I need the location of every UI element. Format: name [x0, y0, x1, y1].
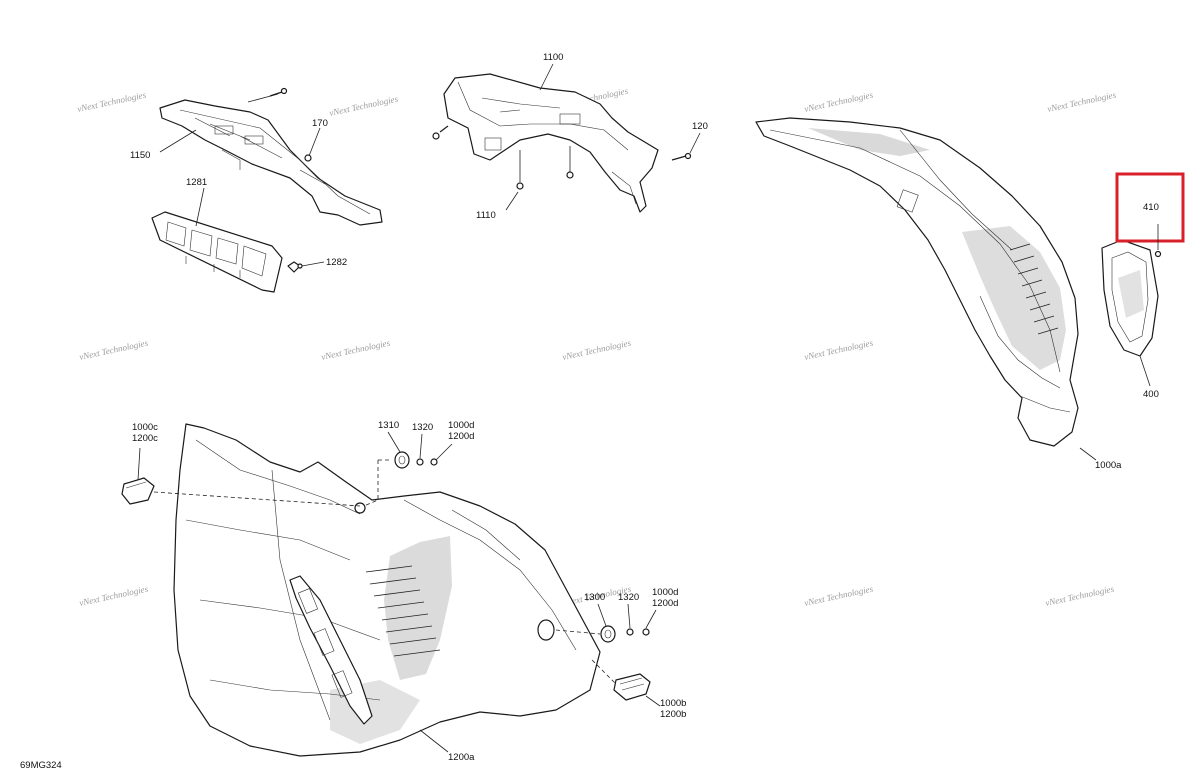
callout-1150: 1150: [130, 150, 150, 161]
callout-1281: 1281: [186, 177, 207, 188]
callout-410: 410: [1143, 202, 1159, 213]
assembly-line-1000b: [591, 659, 617, 685]
leader-1150: [159, 129, 197, 153]
svg-text:vNext Technologies: vNext Technologies: [803, 338, 874, 362]
watermark: vNext Technologies: [803, 338, 874, 362]
leader-1320-top: [419, 433, 423, 459]
leader-1100: [539, 63, 554, 91]
screw-1100-left[interactable]: [432, 125, 449, 140]
part-1100-support[interactable]: [443, 73, 659, 213]
callout-1110: 1110: [476, 210, 496, 221]
washer-1320-bottom[interactable]: [626, 628, 634, 636]
screw-120[interactable]: [671, 152, 692, 161]
leader-1282: [301, 261, 325, 267]
grommet-1300[interactable]: [600, 625, 616, 643]
svg-text:vNext Technologies: vNext Technologies: [78, 338, 149, 362]
callout-1310: 1310: [378, 420, 399, 431]
leader-1110: [505, 191, 519, 211]
screw-1110[interactable]: [516, 150, 524, 190]
leader-1000d-bottom: [645, 609, 657, 629]
callout-1000a: 1000a: [1095, 460, 1122, 471]
leader-1000a: [1079, 447, 1097, 461]
light-1000b[interactable]: [613, 673, 651, 701]
watermark: vNext Technologies: [76, 90, 147, 114]
callout-1200d-bottom: 1200d: [652, 598, 678, 609]
part-1200a-panel[interactable]: [173, 423, 601, 757]
leader-1281: [195, 187, 205, 227]
svg-text:vNext Technologies: vNext Technologies: [78, 584, 149, 608]
callout-1282: 1282: [326, 257, 347, 268]
fastener-410[interactable]: [1154, 250, 1162, 258]
svg-text:vNext Technologies: vNext Technologies: [803, 584, 874, 608]
assembly-line-1300: [555, 629, 601, 635]
callout-1320-top: 1320: [412, 422, 433, 433]
callout-1200c: 1200c: [132, 433, 158, 444]
watermark: vNext Technologies: [78, 584, 149, 608]
screw-1100-center[interactable]: [566, 146, 574, 179]
watermark: vNext Technologies: [1046, 90, 1117, 114]
callout-120: 120: [692, 121, 708, 132]
leader-1320-bottom: [627, 603, 631, 629]
watermark: vNext Technologies: [803, 90, 874, 114]
leader-1200a: [419, 729, 449, 753]
leader-1000b: [645, 695, 661, 707]
part-1281-grille[interactable]: [151, 211, 283, 293]
svg-text:vNext Technologies: vNext Technologies: [561, 338, 632, 362]
fastener-1282[interactable]: [287, 261, 303, 273]
leader-120: [689, 132, 701, 154]
svg-text:vNext Technologies: vNext Technologies: [1046, 90, 1117, 114]
leader-1310: [387, 431, 401, 453]
callout-1320-bottom: 1320: [618, 592, 639, 603]
leader-400: [1139, 355, 1151, 387]
watermark: vNext Technologies: [803, 584, 874, 608]
callout-1200b: 1200b: [660, 709, 686, 720]
leader-170: [308, 127, 321, 157]
washer-1320-top[interactable]: [416, 458, 424, 466]
svg-text:vNext Technologies: vNext Technologies: [1044, 584, 1115, 608]
leader-1300: [597, 603, 607, 627]
callout-1200d-top: 1200d: [448, 431, 474, 442]
watermark: vNext Technologies: [328, 94, 399, 118]
leader-1000c: [137, 447, 141, 481]
vent-slats: [1009, 243, 1059, 335]
svg-text:vNext Technologies: vNext Technologies: [320, 338, 391, 362]
watermark: vNext Technologies: [1044, 584, 1115, 608]
callout-1000c: 1000c: [132, 422, 158, 433]
screw-1000d-top[interactable]: [430, 458, 438, 466]
screw-1150[interactable]: [269, 87, 288, 97]
callout-400: 400: [1143, 389, 1159, 400]
callout-1000d-bottom: 1000d: [652, 587, 678, 598]
leader-1000d-top: [435, 443, 453, 461]
part-400-trim[interactable]: [1101, 239, 1159, 357]
part-1150-bracket[interactable]: [159, 99, 383, 226]
callout-1000d-top: 1000d: [448, 420, 474, 431]
light-1000c[interactable]: [121, 477, 155, 505]
grommet-1310[interactable]: [394, 451, 410, 469]
part-1000a-panel[interactable]: [755, 117, 1079, 447]
assembly-line-1310: [363, 459, 392, 507]
panel-slats: [365, 565, 441, 657]
watermark: vNext Technologies: [78, 338, 149, 362]
callout-170: 170: [312, 118, 328, 129]
callout-1100: 1100: [543, 52, 563, 63]
screw-1000d-bottom[interactable]: [642, 628, 650, 636]
watermark: vNext Technologies: [320, 338, 391, 362]
fastener-170[interactable]: [304, 154, 312, 162]
svg-text:vNext Technologies: vNext Technologies: [328, 94, 399, 118]
callout-1300: 1300: [584, 592, 605, 603]
watermark: vNext Technologies: [561, 338, 632, 362]
svg-text:vNext Technologies: vNext Technologies: [803, 90, 874, 114]
drawing-code: 69MG324: [20, 760, 62, 771]
svg-text:vNext Technologies: vNext Technologies: [76, 90, 147, 114]
highlight-box-410: [1115, 172, 1185, 243]
callout-1200a: 1200a: [448, 752, 475, 763]
callout-1000b: 1000b: [660, 698, 686, 709]
